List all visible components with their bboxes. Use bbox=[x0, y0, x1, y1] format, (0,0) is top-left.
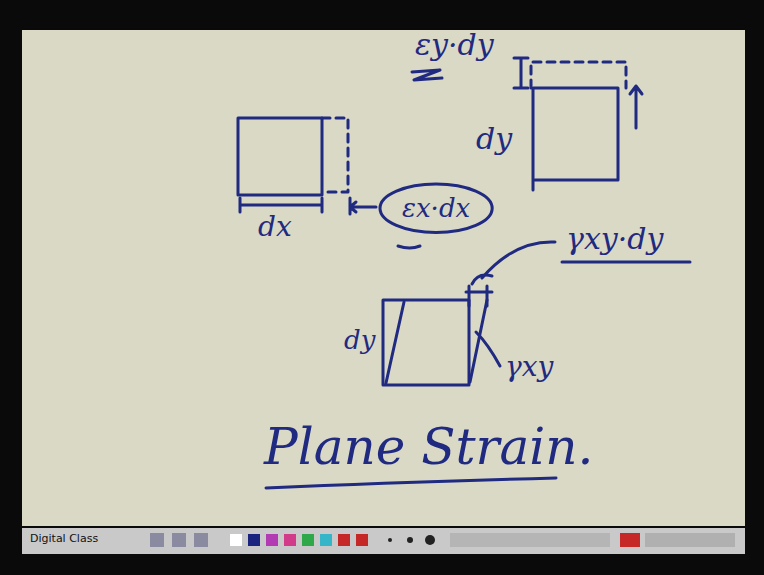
toolbar-text: Digital Class bbox=[30, 533, 98, 545]
handwritten-label: dx bbox=[258, 212, 292, 243]
circled-term: εx·dx bbox=[378, 182, 494, 235]
handwritten-label: γxy·dy bbox=[566, 222, 664, 255]
handwritten-label: Plane Strain. bbox=[264, 420, 593, 475]
handwritten-label: dy bbox=[476, 122, 512, 155]
handwritten-label: γxy bbox=[505, 352, 553, 383]
circled-label: εx·dx bbox=[378, 182, 494, 235]
handwritten-label: dy bbox=[344, 326, 375, 355]
handwritten-label: εy·dy bbox=[415, 28, 494, 61]
